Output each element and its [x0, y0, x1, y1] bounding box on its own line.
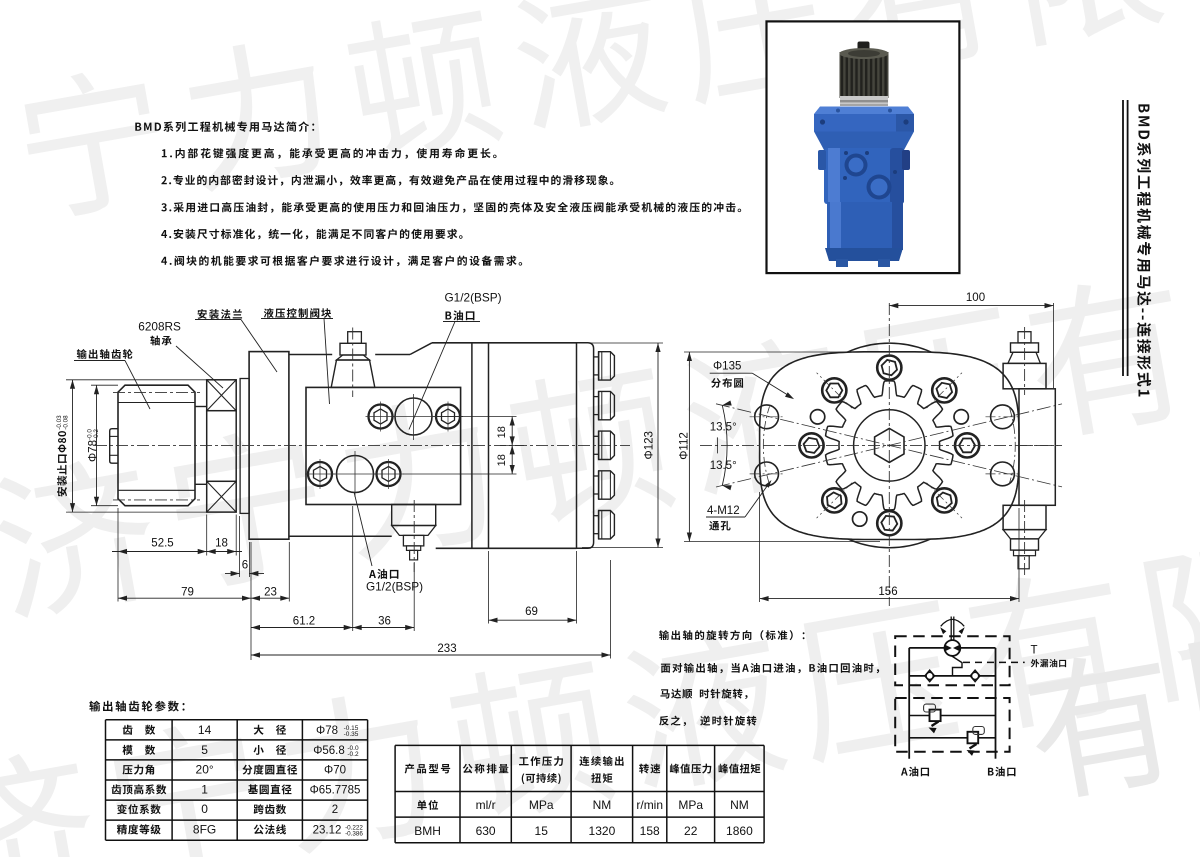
svg-text:1: 1 — [201, 782, 208, 796]
svg-text:18: 18 — [215, 538, 228, 550]
svg-text:-0.0: -0.0 — [347, 745, 359, 752]
svg-text:13.5°: 13.5° — [710, 422, 737, 434]
svg-text:BMH: BMH — [414, 824, 441, 838]
svg-text:69: 69 — [525, 606, 538, 618]
svg-text:ml/r: ml/r — [476, 798, 496, 812]
svg-text:-0.2: -0.2 — [93, 429, 100, 440]
svg-text:G1/2(BSP): G1/2(BSP) — [445, 291, 502, 305]
svg-text:Φ112: Φ112 — [679, 432, 691, 460]
svg-text:1320: 1320 — [589, 824, 616, 838]
svg-text:-0.2: -0.2 — [347, 751, 359, 758]
svg-text:630: 630 — [476, 824, 496, 838]
svg-text:22: 22 — [684, 824, 698, 838]
svg-text:T: T — [1031, 645, 1038, 657]
svg-text:MPa: MPa — [529, 798, 554, 812]
svg-text:13.5°: 13.5° — [710, 460, 737, 472]
svg-text:-0.08: -0.08 — [63, 415, 70, 430]
svg-text:52.5: 52.5 — [151, 538, 173, 550]
svg-text:-0.35: -0.35 — [344, 731, 359, 738]
svg-text:-0.0: -0.0 — [87, 429, 94, 440]
svg-text:Φ56.8: Φ56.8 — [313, 745, 345, 757]
svg-text:NM: NM — [730, 798, 749, 812]
svg-text:-0.222: -0.222 — [345, 824, 363, 831]
svg-text:-0.03: -0.03 — [56, 415, 63, 430]
svg-text:158: 158 — [640, 824, 660, 838]
svg-text:-0.386: -0.386 — [345, 830, 363, 837]
svg-text:4-M12: 4-M12 — [707, 505, 740, 517]
svg-text:5: 5 — [201, 743, 208, 757]
svg-text:Φ123: Φ123 — [644, 431, 656, 459]
svg-text:-0.15: -0.15 — [344, 725, 359, 732]
svg-text:r/min: r/min — [636, 798, 663, 812]
svg-text:79: 79 — [181, 587, 194, 599]
svg-text:23.12: 23.12 — [313, 824, 342, 836]
svg-text:Φ70: Φ70 — [324, 765, 346, 777]
svg-text:MPa: MPa — [678, 798, 703, 812]
svg-text:Φ78: Φ78 — [316, 725, 338, 737]
svg-text:14: 14 — [198, 723, 212, 737]
svg-text:G1/2(BSP): G1/2(BSP) — [366, 580, 423, 594]
svg-text:23: 23 — [264, 587, 277, 599]
svg-text:15: 15 — [535, 824, 549, 838]
svg-text:Φ65.7785: Φ65.7785 — [310, 784, 361, 796]
svg-text:Φ135: Φ135 — [713, 361, 741, 373]
svg-text:18: 18 — [496, 426, 508, 438]
svg-text:156: 156 — [878, 586, 897, 598]
svg-text:18: 18 — [496, 454, 508, 466]
svg-text:Φ78: Φ78 — [88, 440, 100, 462]
svg-text:20°: 20° — [196, 763, 214, 777]
svg-text:1860: 1860 — [726, 824, 753, 838]
svg-text:6: 6 — [242, 560, 248, 572]
svg-text:233: 233 — [437, 643, 456, 655]
svg-text:6208RS: 6208RS — [138, 320, 181, 334]
svg-text:100: 100 — [966, 292, 985, 304]
svg-text:NM: NM — [593, 798, 612, 812]
svg-text:36: 36 — [378, 616, 391, 628]
svg-text:61.2: 61.2 — [293, 616, 315, 628]
svg-text:0: 0 — [201, 802, 208, 816]
svg-text:2: 2 — [332, 804, 338, 816]
svg-text:8FG: 8FG — [193, 822, 216, 836]
